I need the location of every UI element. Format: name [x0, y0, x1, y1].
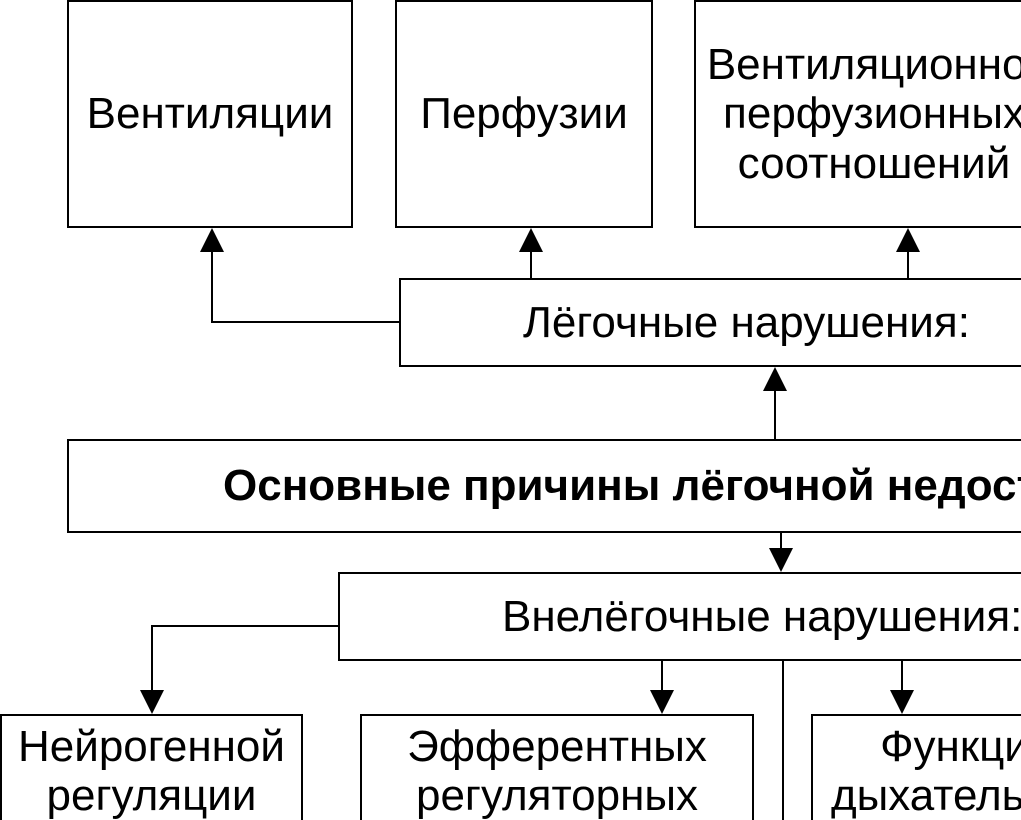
efferent-label-line-2: регуляторных [415, 771, 699, 820]
main-causes-label: Основные причины лёгочной недостаточност… [223, 461, 1021, 511]
function-box: Функции дыхательных [811, 714, 1021, 820]
vq-label-line-3: соотношений [737, 138, 1011, 188]
pulmonary-disorders-box: Лёгочные нарушения: [399, 278, 1021, 367]
connector-extra-to-neurogenic [151, 625, 338, 692]
arrowhead-ventilation [200, 228, 224, 252]
extrapulmonary-disorders-box: Внелёгочные нарушения: [338, 572, 1021, 661]
main-causes-box: Основные причины лёгочной недостаточност… [67, 439, 1021, 533]
neurogenic-label-line-1: Нейрогенной [18, 722, 285, 771]
arrowhead-extrapulmonary [769, 548, 793, 572]
ventilation-perfusion-box: Вентиляционно- перфузионных соотношений [694, 0, 1021, 228]
arrowhead-perfusion [519, 228, 543, 252]
extrapulmonary-disorders-label: Внелёгочные нарушения: [502, 591, 1021, 641]
neurogenic-regulation-box: Нейрогенной регуляции [0, 714, 303, 820]
ventilation-label: Вентиляции [86, 89, 334, 139]
pulmonary-disorders-label: Лёгочные нарушения: [523, 297, 970, 347]
arrowhead-neurogenic [140, 690, 164, 714]
perfusion-box: Перфузии [395, 0, 653, 228]
neurogenic-label-line-2: регуляции [46, 771, 257, 820]
arrowhead-pulmonary [763, 367, 787, 391]
arrowhead-vq [896, 228, 920, 252]
efferent-regulatory-box: Эфферентных регуляторных [360, 714, 754, 820]
function-label-line-1: Функции [880, 722, 1021, 771]
efferent-label-line-1: Эфферентных [407, 722, 707, 771]
vq-label-line-1: Вентиляционно- [706, 40, 1021, 89]
arrowhead-efferent [650, 690, 674, 714]
function-label-line-2: дыхательных [831, 771, 1021, 820]
vq-label-line-2: перфузионных [723, 89, 1021, 139]
connector-pulmonary-to-ventilation [211, 250, 399, 323]
perfusion-label: Перфузии [420, 89, 628, 139]
arrowhead-function [890, 690, 914, 714]
ventilation-box: Вентиляции [67, 0, 353, 228]
